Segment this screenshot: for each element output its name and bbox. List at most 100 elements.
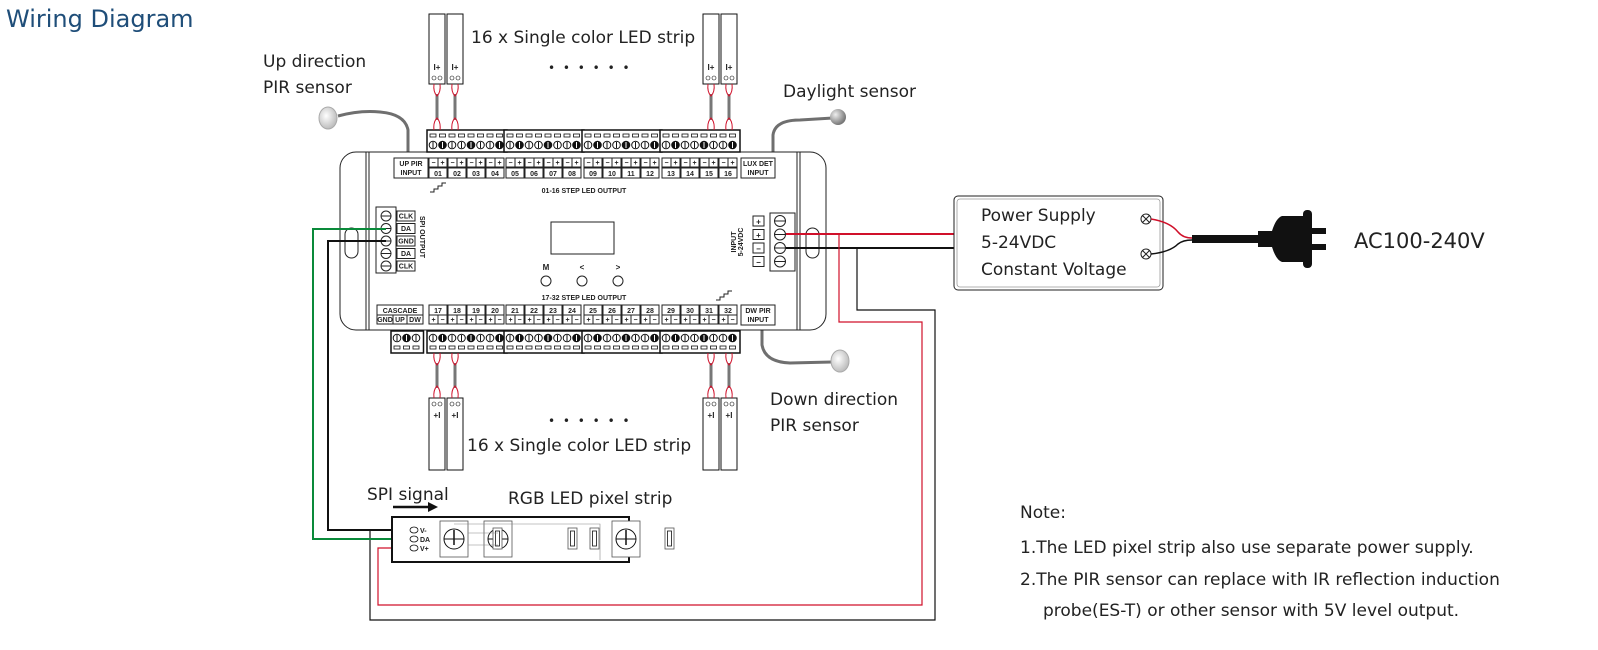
- strip-wire: [707, 352, 715, 366]
- up-pir-label-line1: Up direction: [263, 52, 366, 72]
- daylight-sensor: Daylight sensor: [771, 82, 916, 154]
- polarity-minus: −: [536, 317, 540, 324]
- stair-up-icon: [430, 182, 446, 193]
- terminal-slot: [632, 133, 639, 138]
- spi-pin-gnd: GND: [398, 239, 414, 246]
- channel-number-17: 17: [434, 308, 442, 315]
- strip-wire: [725, 117, 733, 131]
- polarity-minus: −: [517, 317, 521, 324]
- polarity-plus: +: [721, 317, 725, 324]
- strip-wire: [451, 385, 459, 399]
- polarity-plus: +: [652, 160, 656, 167]
- polarity-minus: −: [692, 317, 696, 324]
- terminal-block: [659, 129, 741, 153]
- strip-polarity-label: I+: [726, 63, 733, 72]
- mounting-hole: [344, 227, 359, 259]
- button-m[interactable]: [540, 275, 552, 287]
- control-buttons: M < >: [540, 263, 624, 287]
- terminal-slot: [613, 345, 620, 350]
- terminal-block: [426, 129, 508, 153]
- polarity-minus: −: [652, 317, 656, 324]
- polarity-plus: +: [546, 317, 550, 324]
- polarity-plus: +: [586, 317, 590, 324]
- terminal-slot: [554, 133, 561, 138]
- terminal-blocks: [390, 129, 741, 354]
- power-input-label-1: INPUT: [731, 231, 738, 253]
- strip-wire: [451, 83, 459, 97]
- polarity-plus: +: [614, 160, 618, 167]
- arrow-right-icon: [428, 502, 438, 512]
- terminal-slot: [544, 133, 552, 138]
- terminal-slot: [477, 345, 484, 350]
- terminal-block: [581, 129, 663, 153]
- channel-number-box: [640, 167, 660, 179]
- led-strip: [720, 397, 738, 471]
- note-item-2: 2.The PIR sensor can replace with IR ref…: [1020, 570, 1500, 590]
- terminal-slot: [594, 133, 601, 138]
- button-prev[interactable]: [576, 275, 588, 287]
- polarity-plus: +: [574, 160, 578, 167]
- ac-terminal-icon: [1140, 213, 1152, 260]
- terminal-slot: [535, 133, 542, 138]
- channel-number-15: 15: [705, 171, 713, 178]
- channel-number-31: 31: [705, 308, 713, 315]
- button-next[interactable]: [612, 275, 624, 287]
- terminal-slot: [719, 345, 727, 350]
- polarity-minus: −: [508, 160, 512, 167]
- polarity-minus: −: [450, 160, 454, 167]
- terminal-slot: [458, 133, 465, 138]
- channel-number-29: 29: [667, 308, 675, 315]
- strip-polarity-label: +I: [726, 411, 733, 420]
- channel-number-05: 05: [511, 171, 519, 178]
- channel-number-box: [543, 167, 563, 179]
- strip-wire: [707, 117, 715, 131]
- terminal-slot: [622, 133, 630, 138]
- polarity-plus: +: [664, 317, 668, 324]
- terminal-block: [659, 330, 741, 354]
- page-title: Wiring Diagram: [6, 5, 194, 33]
- notes: Note: 1.The LED pixel strip also use sep…: [1020, 503, 1500, 621]
- top-strips-label: 16 x Single color LED strip: [471, 28, 695, 48]
- strip-pad: [711, 75, 717, 81]
- channel-number-box: [621, 167, 641, 179]
- power-input-terminal: ++−− INPUT 5-24VDC: [731, 212, 796, 272]
- terminal-slot: [467, 133, 475, 138]
- daylight-sensor-icon: [830, 109, 846, 125]
- polarity-plus: +: [673, 160, 677, 167]
- channel-number-box: [428, 167, 448, 179]
- terminal-slot: [496, 133, 503, 138]
- terminal-slot: [516, 345, 523, 350]
- resistor: [492, 527, 503, 550]
- up-pir-label-line2: PIR sensor: [263, 78, 352, 98]
- strip-wire: [725, 385, 733, 399]
- polarity-plus: +: [624, 317, 628, 324]
- spi-pin-clk: CLK: [399, 264, 413, 271]
- channel-number-box: [602, 167, 622, 179]
- notes-heading: Note:: [1020, 503, 1066, 523]
- terminal-slot: [632, 345, 639, 350]
- pixel-strip-vplus-wire: [377, 234, 923, 606]
- strip-polarity-label: I+: [434, 63, 441, 72]
- terminal-slot: [496, 345, 503, 350]
- terminal-slot: [477, 133, 484, 138]
- channel-number-04: 04: [491, 171, 499, 178]
- terminal-slot: [506, 345, 514, 350]
- resistor: [567, 527, 578, 550]
- pin-label-box: [396, 235, 416, 247]
- channel-number-14: 14: [686, 171, 694, 178]
- terminal-slot: [603, 133, 611, 138]
- polarity-plus: +: [478, 160, 482, 167]
- terminal-slot: [651, 345, 658, 350]
- svg-text:UP PIR: UP PIR: [399, 161, 422, 168]
- terminal-slot: [563, 133, 571, 138]
- polarity-plus: +: [565, 317, 569, 324]
- terminal-slot: [613, 133, 620, 138]
- spi-pin-da: DA: [401, 251, 411, 258]
- led-strip: [720, 13, 738, 85]
- power-pin-minus: −: [756, 245, 761, 254]
- polarity-minus: −: [711, 317, 715, 324]
- terminal-slot: [403, 345, 410, 350]
- svg-text:GND: GND: [377, 317, 393, 324]
- polarity-minus: −: [555, 317, 559, 324]
